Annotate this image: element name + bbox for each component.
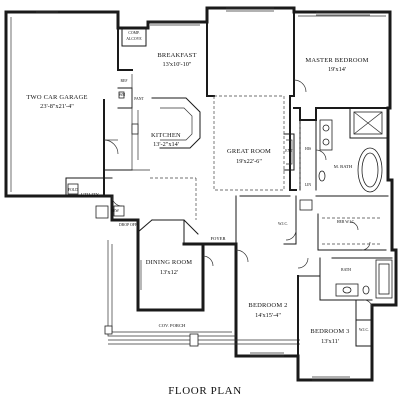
her-wic-label: HER W.I.C. [337,220,355,224]
breakfast-dims: 13'x10'-10" [163,61,192,68]
foyer-label: FOYER [210,236,226,241]
ceiling-lines [150,95,285,220]
ref-label: REF [121,79,128,83]
bedroom2-name: BEDROOM 2 [248,302,287,309]
breakfast-name: BREAKFAST [157,52,196,59]
windows [36,7,370,381]
plan-title: FLOOR PLAN [168,385,242,397]
comp-alcove-label-2: ALCOVE [126,37,142,41]
fold-label: FOLD [68,188,78,192]
ent-label: ENT [285,149,293,153]
small-labels: COMP. ALCOVE PANT UTILITY FOLD DROP OFF … [68,31,369,332]
great-room-dims: 19'x22'-6" [236,158,262,165]
bedroom2-dims: 14'x15'-4" [255,312,281,319]
cov-porch-label: COV. PORCH [159,323,186,328]
bedroom3-dims: 13'x11' [321,338,339,345]
garage-name: TWO CAR GARAGE [26,94,87,101]
kitchen-dims: 13'-2"x14' [153,141,179,148]
sew-label: SEW [111,209,119,213]
master-name: MASTER BEDROOM [305,57,368,64]
wh-label: WH [119,93,126,97]
comp-alcove-label-1: COMP. [128,31,139,35]
dining-dims: 13'x12' [160,269,178,276]
dining-name: DINING ROOM [146,259,192,266]
hall-wic-label: W.I.C. [278,222,288,226]
interior-walls [65,11,393,357]
bedroom3-name: BEDROOM 3 [310,328,349,335]
drop-off-label: DROP OFF [119,223,137,227]
wic-label: W.I.C. [359,328,369,332]
his-label: HIS [305,147,311,151]
pant-label: PANT [134,97,144,101]
bath-fixtures [299,111,393,299]
covered-porch-outline [104,240,300,347]
lin-label: LIN [305,183,312,187]
bath-label: BATH [341,268,351,272]
doors [103,79,373,309]
great-room-name: GREAT ROOM [227,148,271,155]
master-dims: 19'x14' [328,66,346,73]
utility-label: UTILITY [81,192,100,197]
room-labels: TWO CAR GARAGE 23'-8"x21'-4" BREAKFAST 1… [26,52,368,345]
garage-dims: 23'-8"x21'-4" [40,103,74,110]
m-bath-label: M. BATH [334,164,353,169]
kitchen-name: KITCHEN [151,132,181,139]
